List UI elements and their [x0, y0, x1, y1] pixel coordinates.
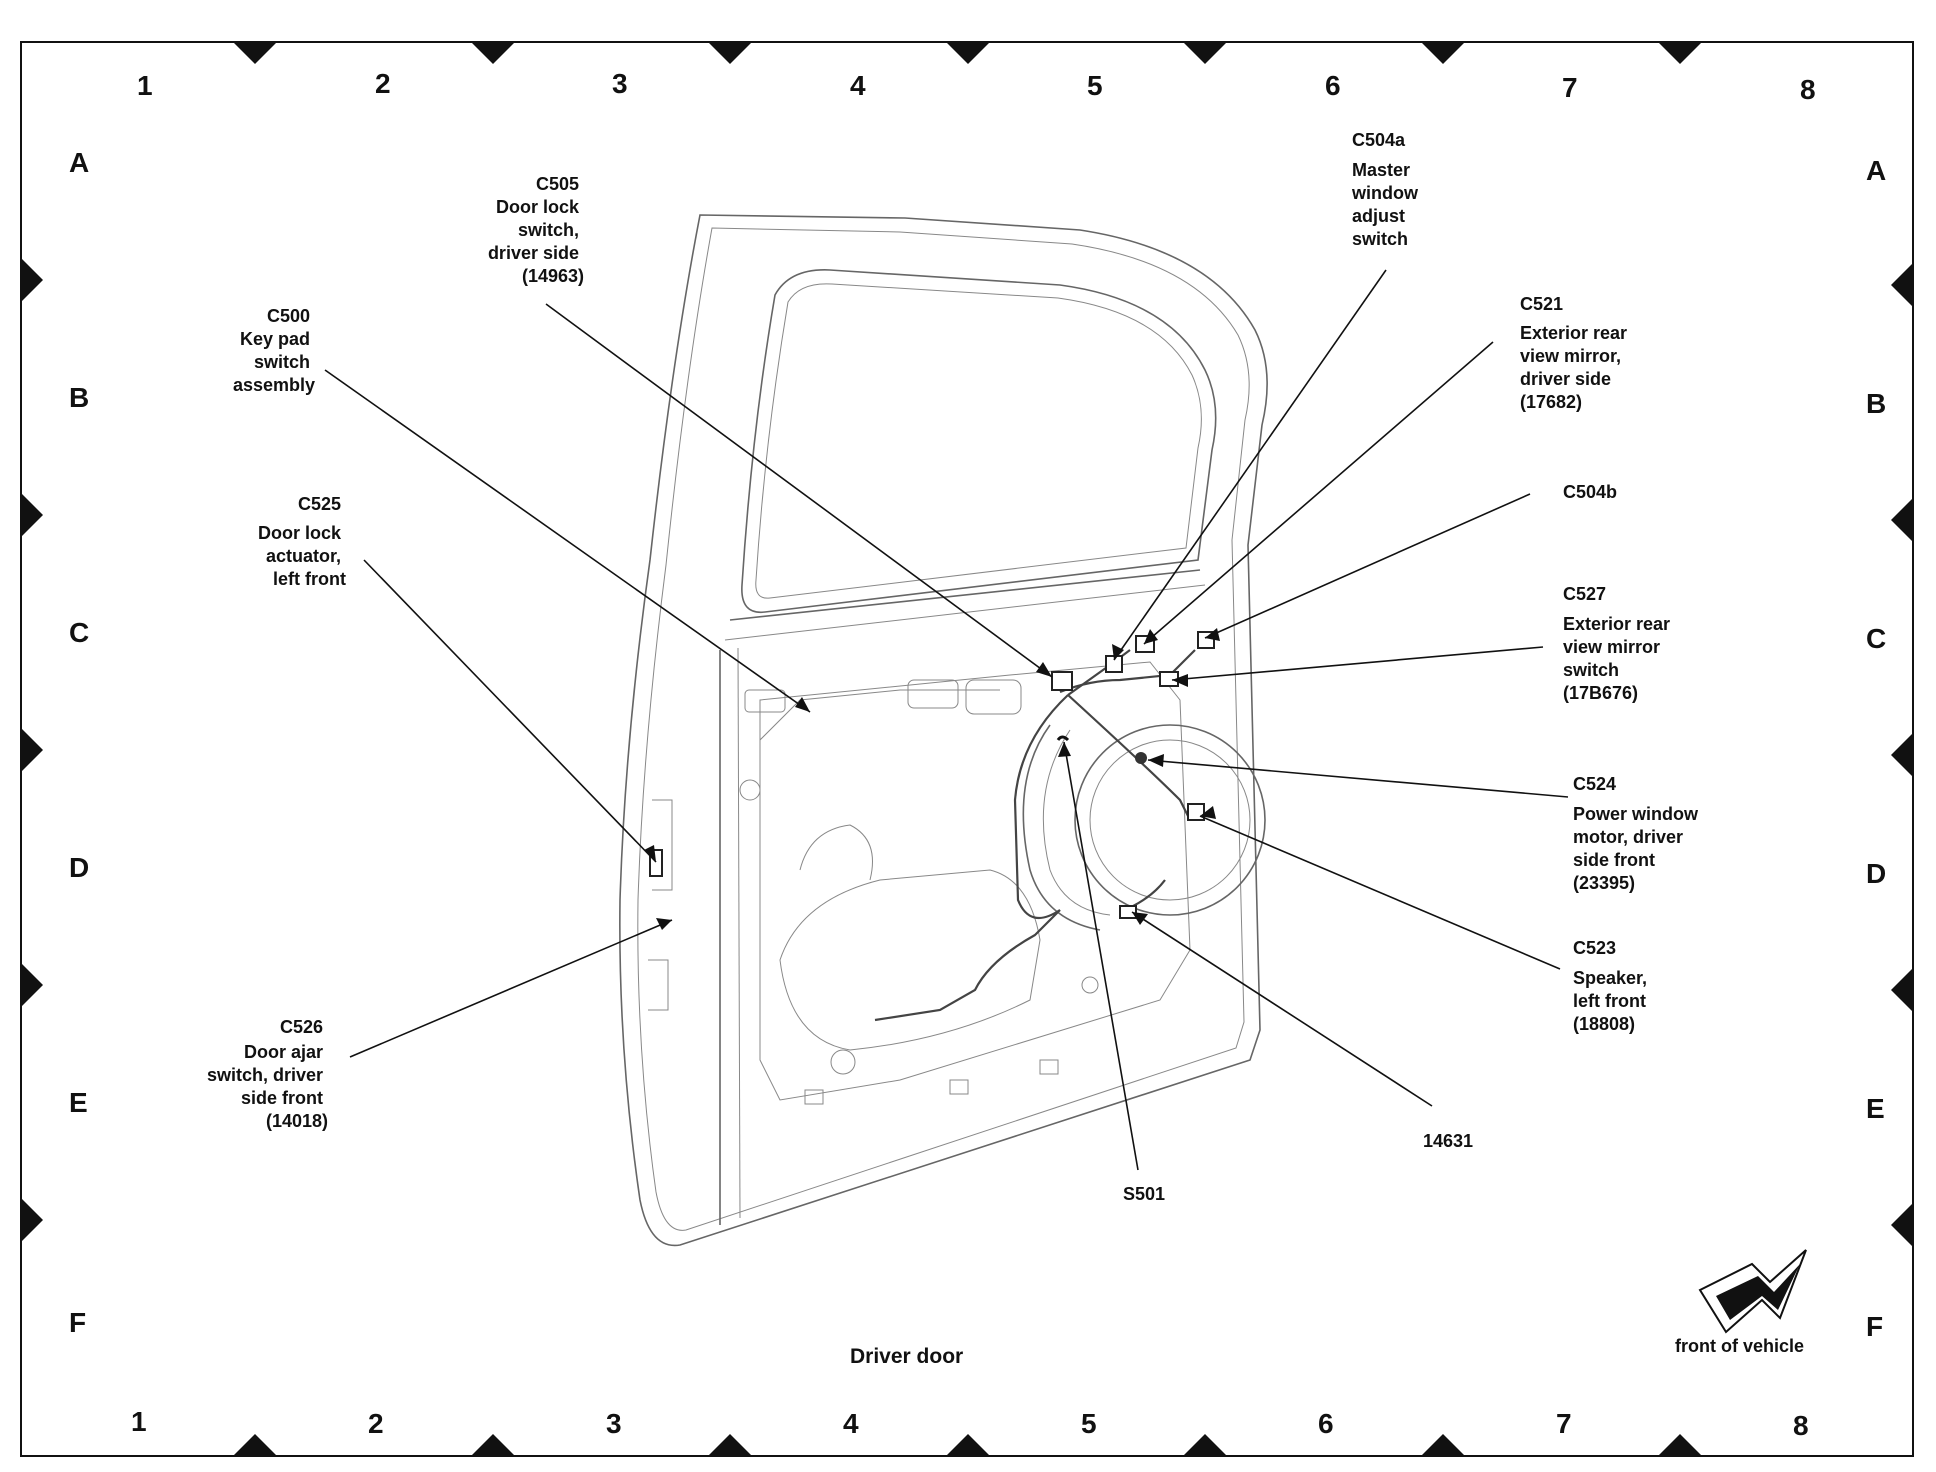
- col-label-top-5: 5: [1087, 70, 1103, 101]
- grid-marker-top-5: [1183, 42, 1227, 64]
- col-label-bottom-4: 4: [843, 1408, 859, 1439]
- row-label-right-d: D: [1866, 858, 1886, 889]
- col-label-top-3: 3: [612, 68, 628, 99]
- grid-labels: 1 2 3 4 5 6 7 8 1 2 3 4 5 6 7 8 A B C D …: [69, 68, 1886, 1441]
- grid-marker-bottom-7: [1658, 1434, 1702, 1456]
- callouts: C505 Door lock switch, driver side (1496…: [207, 130, 1703, 1204]
- grid-marker-top-4: [946, 42, 990, 64]
- grid-marker-left-3: [21, 728, 43, 772]
- col-label-bottom-6: 6: [1318, 1408, 1334, 1439]
- grid-marker-bottom-3: [708, 1434, 752, 1456]
- col-label-top-1: 1: [137, 70, 153, 101]
- grid-marker-top-6: [1421, 42, 1465, 64]
- diagram-frame: [20, 41, 1914, 1457]
- diagram-caption: Driver door: [850, 1345, 963, 1368]
- callout-c504a: C504a Master window adjust switch: [1351, 130, 1423, 249]
- callout-c521: C521 Exterior rear view mirror, driver s…: [1520, 294, 1632, 412]
- callout-c504b: C504b: [1563, 482, 1617, 502]
- grid-marker-left-2: [21, 493, 43, 537]
- row-label-right-a: A: [1866, 155, 1886, 186]
- grid-marker-right-1: [1891, 263, 1913, 307]
- callout-c526: C526 Door ajar switch, driver side front…: [207, 1017, 328, 1131]
- col-label-top-6: 6: [1325, 70, 1341, 101]
- grid-marker-top-1: [233, 42, 277, 64]
- grid-marker-right-3: [1891, 733, 1913, 777]
- callout-s501: S501: [1123, 1184, 1165, 1204]
- row-label-left-a: A: [69, 147, 89, 178]
- callout-c505: C505 Door lock switch, driver side (1496…: [488, 174, 584, 286]
- callout-c524: C524 Power window motor, driver side fro…: [1573, 774, 1703, 893]
- front-of-vehicle-label: front of vehicle: [1675, 1336, 1804, 1356]
- col-label-top-8: 8: [1800, 74, 1816, 105]
- row-label-left-b: B: [69, 382, 89, 413]
- leader-lines: [324, 269, 1569, 1171]
- row-label-left-f: F: [69, 1307, 86, 1338]
- col-label-bottom-5: 5: [1081, 1408, 1097, 1439]
- col-label-bottom-2: 2: [368, 1408, 384, 1439]
- grid-marker-left-4: [21, 963, 43, 1007]
- grid-marker-top-3: [708, 42, 752, 64]
- door-illustration: [619, 214, 1268, 1247]
- callout-c523: C523 Speaker, left front (18808): [1573, 938, 1652, 1034]
- callout-c525: C525 Door lock actuator, left front: [258, 494, 346, 589]
- callout-14631: 14631: [1423, 1131, 1473, 1151]
- col-label-top-7: 7: [1562, 72, 1578, 103]
- grid-marker-left-5: [21, 1198, 43, 1242]
- grid-markers: [21, 42, 1913, 1456]
- col-label-bottom-7: 7: [1556, 1408, 1572, 1439]
- grid-marker-right-2: [1891, 498, 1913, 542]
- grid-marker-left-1: [21, 258, 43, 302]
- row-label-right-b: B: [1866, 388, 1886, 419]
- row-label-right-f: F: [1866, 1311, 1883, 1342]
- col-label-top-4: 4: [850, 70, 866, 101]
- grid-marker-bottom-5: [1183, 1434, 1227, 1456]
- col-label-bottom-1: 1: [131, 1406, 147, 1437]
- grid-marker-top-7: [1658, 42, 1702, 64]
- row-label-left-e: E: [69, 1087, 88, 1118]
- col-label-top-2: 2: [375, 68, 391, 99]
- col-label-bottom-3: 3: [606, 1408, 622, 1439]
- callout-c500: C500 Key pad switch assembly: [233, 306, 315, 395]
- grid-marker-bottom-4: [946, 1434, 990, 1456]
- grid-marker-bottom-6: [1421, 1434, 1465, 1456]
- col-label-bottom-8: 8: [1793, 1410, 1809, 1441]
- row-label-left-c: C: [69, 617, 89, 648]
- front-of-vehicle-indicator: front of vehicle: [1675, 1249, 1807, 1356]
- grid-marker-bottom-2: [471, 1434, 515, 1456]
- row-label-left-d: D: [69, 852, 89, 883]
- callout-c527: C527 Exterior rear view mirror switch (1…: [1563, 584, 1675, 703]
- grid-marker-bottom-1: [233, 1434, 277, 1456]
- grid-marker-top-2: [471, 42, 515, 64]
- row-label-right-e: E: [1866, 1093, 1885, 1124]
- grid-marker-right-4: [1891, 968, 1913, 1012]
- grid-marker-right-5: [1891, 1203, 1913, 1247]
- row-label-right-c: C: [1866, 623, 1886, 654]
